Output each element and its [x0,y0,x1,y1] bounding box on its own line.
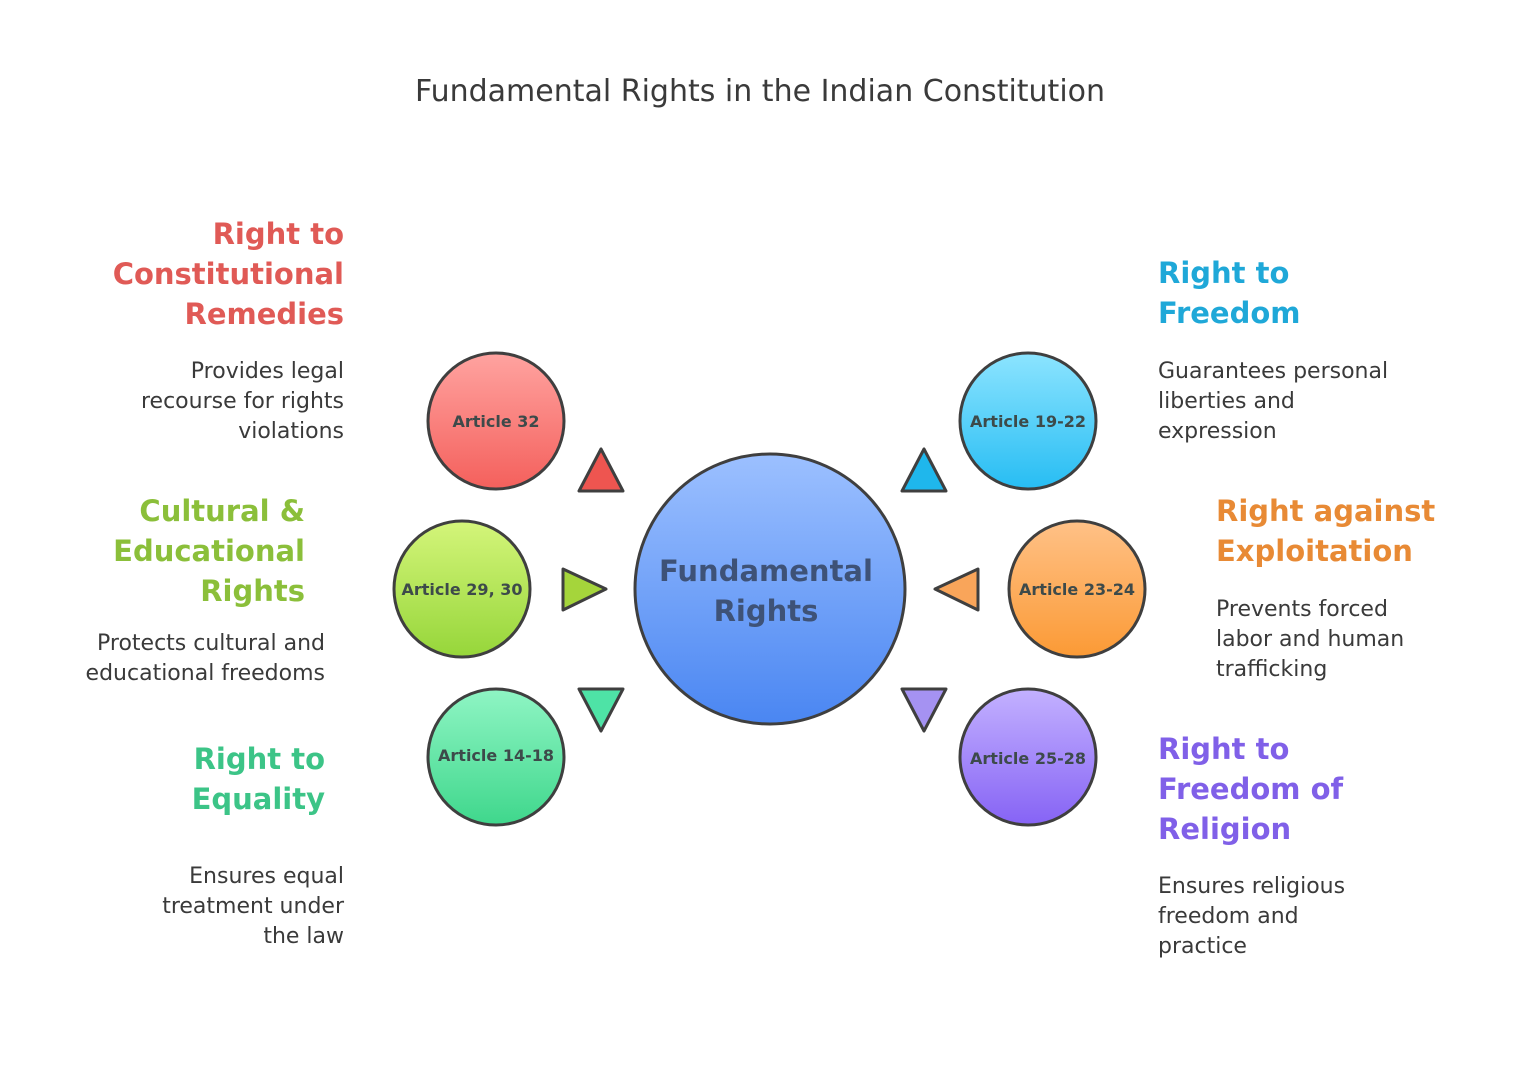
arrow-cultural-icon [561,567,608,612]
article-label-equality: Article 14-18 [438,746,554,765]
node-religion: Article 25-28 [958,687,1098,827]
heading-religion: Right to Freedom of Religion [1158,732,1344,846]
node-cultural: Article 29, 30 [392,519,532,659]
article-label-freedom: Article 19-22 [970,412,1086,431]
node-exploitation: Article 23-24 [1007,519,1147,659]
center-label-line1: Fundamental [659,554,873,588]
arrow-exploitation-icon [933,567,980,612]
node-remedies: Article 32 [426,351,566,491]
page-title: Fundamental Rights in the Indian Constit… [414,74,1106,109]
arrow-religion-icon [900,687,948,733]
node-freedom: Article 19-22 [958,351,1098,491]
heading-equality: Right to Equality [191,742,325,816]
arrow-freedom-icon [900,447,948,493]
article-label-remedies: Article 32 [452,412,539,431]
article-label-religion: Article 25-28 [970,749,1086,768]
heading-freedom: Right to Freedom [1158,256,1301,330]
desc-religion: Ensures religious freedom and practice [1158,874,1346,959]
heading-cultural: Cultural & Educational Rights [113,494,305,608]
center-label-line2: Rights [714,594,819,628]
node-equality: Article 14-18 [426,687,566,827]
article-label-cultural: Article 29, 30 [402,580,523,599]
article-label-exploitation: Article 23-24 [1019,580,1135,599]
desc-cultural: Protects cultural and educational freedo… [85,631,325,686]
desc-exploitation: Prevents forced labor and human traffick… [1216,597,1405,682]
desc-equality: Ensures equal treatment under the law [162,864,344,949]
center-node: Fundamental Rights [633,452,907,726]
heading-remedies: Right to Constitutional Remedies [112,217,344,331]
heading-exploitation: Right against Exploitation [1216,494,1436,568]
arrow-equality-icon [577,687,625,733]
desc-remedies: Provides legal recourse for rights viola… [140,359,344,444]
arrow-remedies-icon [577,447,625,493]
desc-freedom: Guarantees personal liberties and expres… [1158,359,1389,444]
